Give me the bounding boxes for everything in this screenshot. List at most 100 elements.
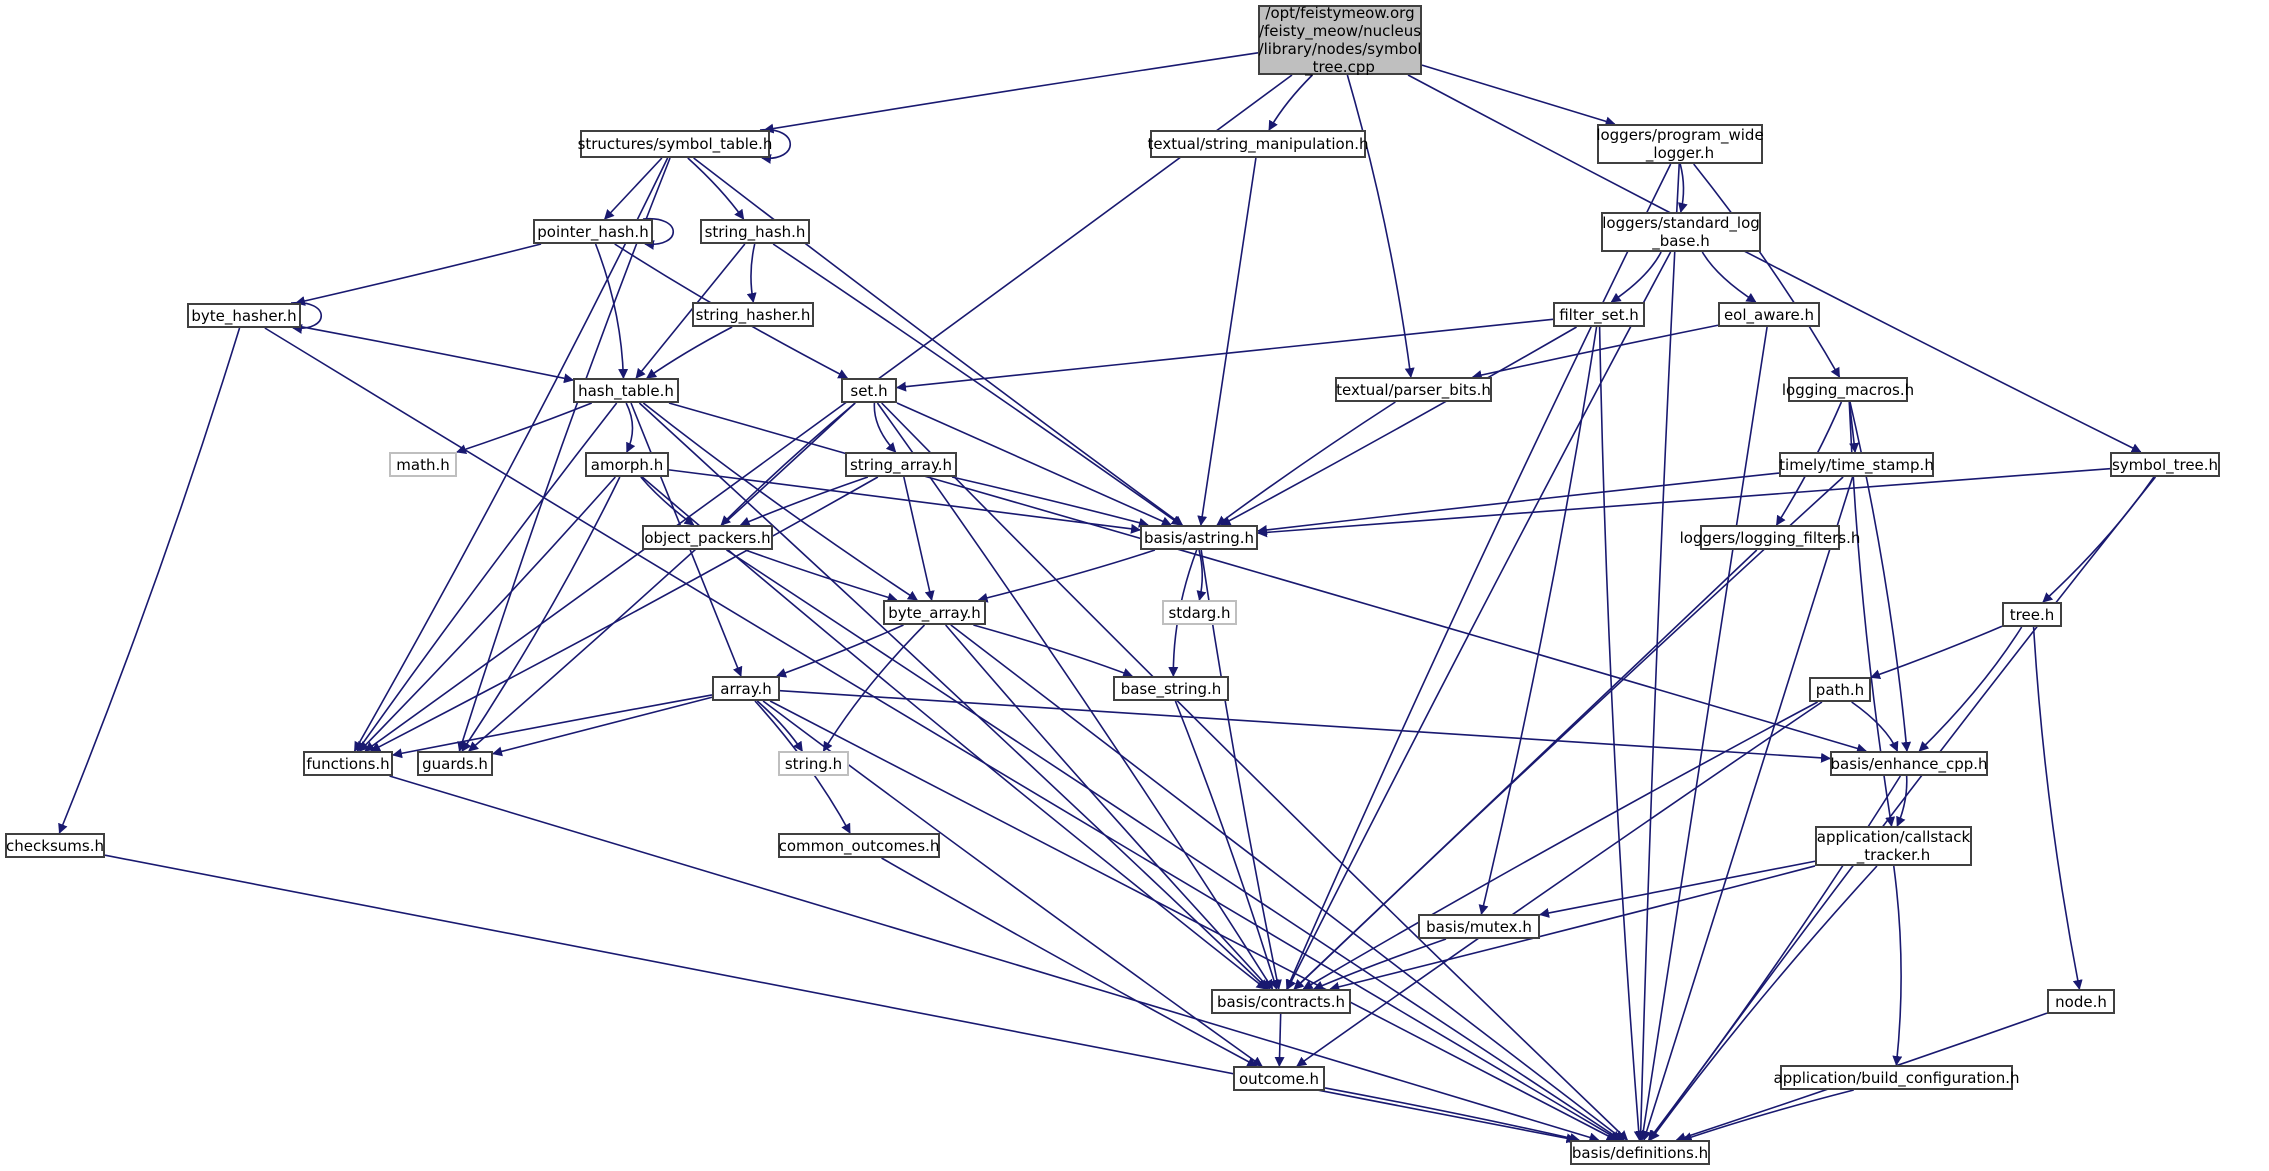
graph-node-logging-filters[interactable]: loggers/logging_filters.h xyxy=(1680,525,1860,550)
edge-byte-array-to-string-h xyxy=(822,624,926,752)
edge-hash-table-to-amorph xyxy=(625,402,636,453)
graph-node-contracts[interactable]: basis/contracts.h xyxy=(1211,989,1351,1014)
edge-set-to-guards xyxy=(468,402,856,752)
edge-symbol-tree-to-tree xyxy=(2042,476,2155,603)
edge-root-to-program-wide-logger xyxy=(1421,64,1616,127)
graph-node-amorph[interactable]: amorph.h xyxy=(585,452,669,477)
edge-hash-table-to-functions xyxy=(356,402,618,752)
edge-string-hash-to-string-hasher xyxy=(746,243,757,303)
edge-callstack-tracker-to-mutex xyxy=(1539,860,1816,918)
edge-set-to-object-packers xyxy=(720,402,856,526)
edge-symbol-table-to-symbol-table xyxy=(759,129,791,164)
edge-string-array-to-functions xyxy=(370,476,879,752)
graph-node-mutex[interactable]: basis/mutex.h xyxy=(1418,914,1540,939)
graph-node-pointer-hash[interactable]: pointer_hash.h xyxy=(533,219,653,244)
graph-node-hash-table[interactable]: hash_table.h xyxy=(573,378,679,403)
edge-array-to-enhance-cpp xyxy=(779,689,1831,763)
graph-node-callstack-tracker[interactable]: application/callstack _tracker.h xyxy=(1815,826,1972,866)
graph-node-parser-bits[interactable]: textual/parser_bits.h xyxy=(1335,377,1492,402)
graph-node-label: object_packers.h xyxy=(644,528,771,547)
graph-node-symbol-table[interactable]: structures/symbol_table.h xyxy=(578,130,772,158)
graph-node-label: guards.h xyxy=(422,754,488,773)
edge-eol-aware-to-definitions xyxy=(1638,326,1768,1141)
graph-node-node[interactable]: node.h xyxy=(2047,989,2115,1014)
graph-node-label: math.h xyxy=(396,455,450,474)
graph-node-filter-set[interactable]: filter_set.h xyxy=(1553,302,1645,327)
edge-common-outcomes-to-outcome xyxy=(881,857,1258,1067)
graph-node-label: byte_hasher.h xyxy=(191,306,297,325)
graph-node-set[interactable]: set.h xyxy=(841,378,897,403)
edge-program-wide-logger-to-standard-log-base xyxy=(1677,163,1688,213)
graph-node-label: path.h xyxy=(1815,680,1865,699)
graph-node-checksums[interactable]: checksums.h xyxy=(5,833,105,858)
edge-filter-set-to-set xyxy=(896,318,1554,392)
edge-object-packers-to-definitions xyxy=(726,549,1622,1141)
graph-node-label: string.h xyxy=(784,754,843,773)
graph-node-string-hash[interactable]: string_hash.h xyxy=(700,219,810,244)
edge-path-to-enhance-cpp xyxy=(1851,701,1899,752)
edge-pointer-hash-to-byte-hasher xyxy=(294,243,542,306)
graph-node-label: textual/string_manipulation.h xyxy=(1147,135,1369,153)
edge-hash-table-to-byte-array xyxy=(642,402,918,601)
graph-node-byte-hasher[interactable]: byte_hasher.h xyxy=(187,303,301,328)
graph-node-astring[interactable]: basis/astring.h xyxy=(1140,525,1258,550)
edge-logging-macros-to-enhance-cpp xyxy=(1849,401,1912,752)
edge-array-to-string-h xyxy=(756,700,803,752)
graph-node-definitions[interactable]: basis/definitions.h xyxy=(1570,1140,1710,1165)
graph-node-program-wide-logger[interactable]: loggers/program_wide _logger.h xyxy=(1596,124,1764,164)
graph-node-label: textual/parser_bits.h xyxy=(1336,380,1491,399)
graph-node-guards[interactable]: guards.h xyxy=(417,751,493,776)
graph-node-label: loggers/program_wide _logger.h xyxy=(1596,126,1764,162)
edge-path-to-contracts xyxy=(1302,701,1818,990)
graph-node-string-array[interactable]: string_array.h xyxy=(845,452,957,477)
graph-node-string-hasher[interactable]: string_hasher.h xyxy=(692,302,814,327)
edge-pointer-hash-to-pointer-hash xyxy=(642,217,674,250)
graph-node-root[interactable]: /opt/feistymeow.org /feisty_meow/nucleus… xyxy=(1258,4,1422,76)
edge-array-to-guards xyxy=(492,696,713,757)
graph-node-common-outcomes[interactable]: common_outcomes.h xyxy=(778,833,940,858)
edge-program-wide-logger-to-contracts xyxy=(1285,163,1672,990)
graph-node-object-packers[interactable]: object_packers.h xyxy=(642,525,773,550)
graph-node-byte-array[interactable]: byte_array.h xyxy=(883,600,986,625)
edge-callstack-tracker-to-build-configuration xyxy=(1892,865,1903,1066)
graph-node-base-string[interactable]: base_string.h xyxy=(1113,676,1229,701)
edge-hash-table-to-contracts xyxy=(638,402,1269,990)
graph-node-array[interactable]: array.h xyxy=(712,676,780,701)
graph-node-label: application/build_configuration.h xyxy=(1773,1068,2020,1087)
edge-outcome-to-definitions xyxy=(1324,1087,1580,1143)
graph-node-label: loggers/logging_filters.h xyxy=(1679,528,1861,547)
graph-node-label: application/callstack _tracker.h xyxy=(1816,828,1971,864)
graph-node-path[interactable]: path.h xyxy=(1809,677,1871,702)
graph-node-symbol-tree[interactable]: symbol_tree.h xyxy=(2110,452,2220,477)
graph-node-label: basis/mutex.h xyxy=(1426,917,1532,936)
graph-node-tree[interactable]: tree.h xyxy=(2002,602,2062,627)
edge-string-array-to-byte-array xyxy=(903,476,935,601)
edge-string-hasher-to-hash-table xyxy=(646,326,733,379)
edge-set-to-astring xyxy=(896,402,1172,526)
edge-base-string-to-contracts xyxy=(1174,700,1279,990)
edges-layer xyxy=(58,52,2157,1144)
graph-node-eol-aware[interactable]: eol_aware.h xyxy=(1718,302,1820,327)
edge-byte-hasher-to-hash-table xyxy=(300,325,574,384)
graph-node-label: string_hash.h xyxy=(704,222,806,241)
edge-callstack-tracker-to-contracts xyxy=(1329,865,1816,992)
edge-astring-to-stdarg xyxy=(1196,549,1207,601)
graph-node-standard-log-base[interactable]: loggers/standard_log _base.h xyxy=(1601,212,1761,252)
graph-node-time-stamp[interactable]: timely/time_stamp.h xyxy=(1779,452,1934,477)
graph-node-label: basis/astring.h xyxy=(1143,528,1255,547)
graph-node-build-configuration[interactable]: application/build_configuration.h xyxy=(1774,1065,2019,1090)
edge-program-wide-logger-to-definitions xyxy=(1635,163,1681,1141)
graph-node-label: /opt/feistymeow.org /feisty_meow/nucleus… xyxy=(1258,4,1422,76)
graph-node-string-manipulation[interactable]: textual/string_manipulation.h xyxy=(1147,130,1369,158)
edge-build-configuration-to-definitions xyxy=(1681,1089,1854,1142)
graph-node-label: pointer_hash.h xyxy=(537,222,649,241)
edge-byte-array-to-definitions xyxy=(950,624,1625,1141)
graph-node-outcome[interactable]: outcome.h xyxy=(1233,1066,1325,1091)
edge-enhance-cpp-to-definitions xyxy=(1648,775,1902,1141)
edge-functions-to-definitions xyxy=(389,775,1600,1143)
edge-path-to-outcome xyxy=(1296,701,1823,1067)
graph-node-logging-macros[interactable]: logging_macros.h xyxy=(1782,377,1914,402)
graph-node-functions[interactable]: functions.h xyxy=(303,751,393,776)
edge-amorph-to-guards xyxy=(461,476,621,752)
graph-node-enhance-cpp[interactable]: basis/enhance_cpp.h xyxy=(1830,751,1988,776)
